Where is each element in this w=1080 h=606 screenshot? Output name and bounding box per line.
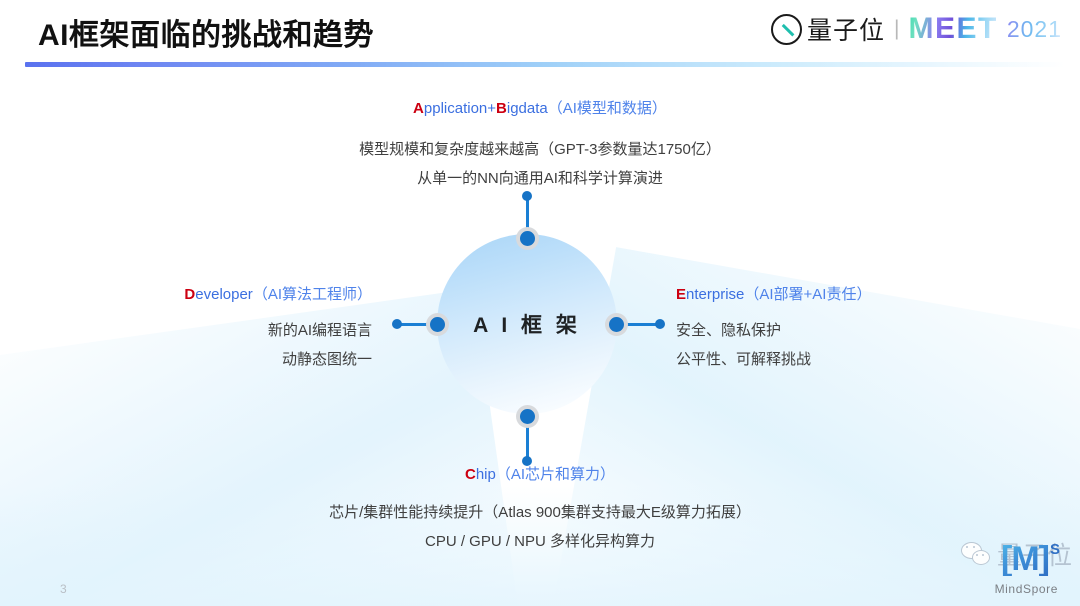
connector-node-right-outer xyxy=(655,319,665,329)
connector-node-top-outer xyxy=(522,191,532,201)
connector-node-top-hub xyxy=(519,231,535,246)
quadrant-left-paren: （AI算法工程师） xyxy=(252,286,372,303)
quadrant-right-rest: nterprise xyxy=(686,286,745,303)
connector-line-bottom xyxy=(525,412,529,460)
quadrant-bottom-heading: Chip（AI芯片和算力） xyxy=(0,466,1080,484)
watermark: 量子位 xyxy=(960,536,1072,572)
quadrant-top-cap-b: B xyxy=(496,100,507,117)
connector-line-right xyxy=(613,322,657,326)
hub-label: A I 框 架 xyxy=(473,314,581,337)
connector-node-left-hub xyxy=(430,316,445,332)
quadrant-top-rest-a: pplication+ xyxy=(423,100,497,117)
connector-node-left-outer xyxy=(392,319,402,329)
q-logo-icon xyxy=(771,13,802,45)
brand-name: 量子位 xyxy=(807,17,886,45)
watermark-text: 量子位 xyxy=(997,536,1072,572)
title-divider xyxy=(25,62,1065,67)
mindspore-logo: [M] S xyxy=(1001,542,1060,576)
quadrant-right-line-2: 公平性、可解释挑战 xyxy=(676,351,812,369)
wechat-icon xyxy=(960,541,991,567)
quadrant-top-line-2: 从单一的NN向通用AI和科学计算演进 xyxy=(417,170,663,188)
mindspore-mark: [M] xyxy=(1001,540,1050,578)
quadrant-bottom-rest: hip xyxy=(475,466,496,483)
brand-event: MEET xyxy=(908,12,998,45)
quadrant-top-line-1: 模型规模和复杂度越来越高（GPT-3参数量达1750亿） xyxy=(359,141,721,158)
quadrant-right: Enterprise（AI部署+AI责任） 安全、隐私保护 公平性、可解释挑战 xyxy=(676,286,1076,375)
quadrant-left-heading: Developer（AI算法工程师） xyxy=(0,286,372,304)
quadrant-bottom-line-1: 芯片/集群性能持续提升（Atlas 900集群支持最大E级算力拓展） xyxy=(329,504,751,521)
mindspore-superscript: S xyxy=(1049,541,1060,558)
quadrant-top-paren: （AI模型和数据） xyxy=(547,100,667,117)
quadrant-top-heading: Application+Bigdata（AI模型和数据） xyxy=(0,100,1080,118)
quadrant-left-rest: eveloper xyxy=(195,286,253,303)
quadrant-top-rest-b: igdata xyxy=(506,100,548,117)
quadrant-left: Developer（AI算法工程师） 新的AI编程语言 动静态图统一 xyxy=(0,286,372,375)
quadrant-bottom: Chip（AI芯片和算力） 芯片/集群性能持续提升（Atlas 900集群支持最… xyxy=(0,466,1080,557)
connector-node-bottom-outer xyxy=(522,456,532,466)
mindspore-name: MindSpore xyxy=(994,582,1058,596)
connector-line-left xyxy=(398,322,442,326)
quadrant-left-line-2: 动静态图统一 xyxy=(281,351,372,369)
quadrant-bottom-line-2: CPU / GPU / NPU 多样化异构算力 xyxy=(424,533,656,551)
quadrant-left-cap: D xyxy=(184,286,196,303)
brand-logo: 量子位 | MEET 2021 xyxy=(771,8,1062,50)
connector-line-top xyxy=(525,196,529,242)
quadrant-left-line-1: 新的AI编程语言 xyxy=(267,322,372,339)
connector-node-bottom-hub xyxy=(519,409,535,424)
page-title: AI框架面临的挑战和趋势 xyxy=(38,19,374,52)
quadrant-right-paren: （AI部署+AI责任） xyxy=(744,286,872,303)
quadrant-right-line-1: 安全、隐私保护 xyxy=(676,322,782,339)
quadrant-right-cap: E xyxy=(676,286,687,303)
brand-separator: | xyxy=(894,17,900,40)
connector-node-right-hub xyxy=(609,316,624,332)
quadrant-top-cap-a: A xyxy=(413,100,424,117)
quadrant-top: Application+Bigdata（AI模型和数据） 模型规模和复杂度越来越… xyxy=(0,100,1080,194)
quadrant-bottom-paren: （AI芯片和算力） xyxy=(495,466,616,483)
central-hub: A I 框 架 xyxy=(437,234,617,414)
quadrant-bottom-cap: C xyxy=(464,466,476,483)
page-number: 3 xyxy=(60,582,67,596)
brand-year: 2021 xyxy=(1006,15,1062,42)
quadrant-right-heading: Enterprise（AI部署+AI责任） xyxy=(676,286,1076,304)
